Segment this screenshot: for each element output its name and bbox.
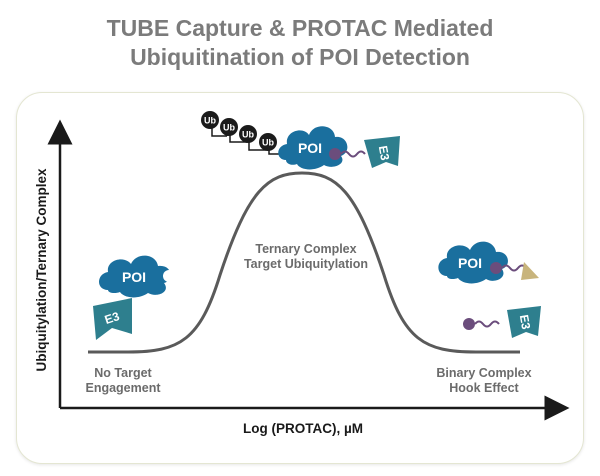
svg-text:Ub: Ub xyxy=(242,130,254,140)
e3-ligase-icon-right: E3 xyxy=(507,306,541,338)
protac-linker-top xyxy=(329,148,366,160)
poi-cloud-icon-top: POI xyxy=(278,126,348,170)
svg-text:E3: E3 xyxy=(376,145,392,162)
svg-text:POI: POI xyxy=(458,255,482,271)
label-ternary-line2: Target Ubiquitylation xyxy=(244,257,368,271)
ub-icon-1: Ub xyxy=(201,111,219,129)
ub-icon-2: Ub xyxy=(220,118,238,136)
svg-text:Ub: Ub xyxy=(223,123,235,133)
e3-ligase-icon-top: E3 xyxy=(364,136,400,168)
svg-text:Ub: Ub xyxy=(204,116,216,126)
response-curve xyxy=(88,171,520,354)
page-title: TUBE Capture & PROTAC Mediated Ubiquitin… xyxy=(0,14,600,72)
label-no-target-line1: No Target xyxy=(94,366,152,380)
protac-linker-right-upper xyxy=(490,262,539,280)
label-ternary-line1: Ternary Complex xyxy=(255,242,356,256)
ub-icon-3: Ub xyxy=(239,125,257,143)
x-axis-label: Log (PROTAC), µM xyxy=(243,421,363,436)
svg-text:POI: POI xyxy=(298,140,322,156)
label-no-target-line2: Engagement xyxy=(85,381,161,395)
poi-cloud-icon-right: POI xyxy=(438,241,508,284)
poi-cloud-icon-left: POI xyxy=(99,255,175,298)
protac-linker-right-lower xyxy=(463,318,500,330)
svg-text:E3: E3 xyxy=(517,314,533,331)
title-line-2: Ubiquitination of POI Detection xyxy=(130,44,470,70)
title-line-1: TUBE Capture & PROTAC Mediated xyxy=(106,15,494,41)
svg-text:POI: POI xyxy=(122,269,146,285)
svg-text:E3: E3 xyxy=(103,309,122,327)
ubiquitin-chain: Ub Ub Ub Ub xyxy=(201,111,290,155)
ub-icon-4: Ub xyxy=(259,133,277,151)
label-binary-line2: Hook Effect xyxy=(449,381,519,395)
label-binary-line1: Binary Complex xyxy=(436,366,531,380)
y-axis-label: Ubiquitylation/Ternary Complex xyxy=(34,168,49,372)
svg-text:Ub: Ub xyxy=(262,138,274,148)
e3-ligase-icon-left: E3 xyxy=(93,298,132,340)
